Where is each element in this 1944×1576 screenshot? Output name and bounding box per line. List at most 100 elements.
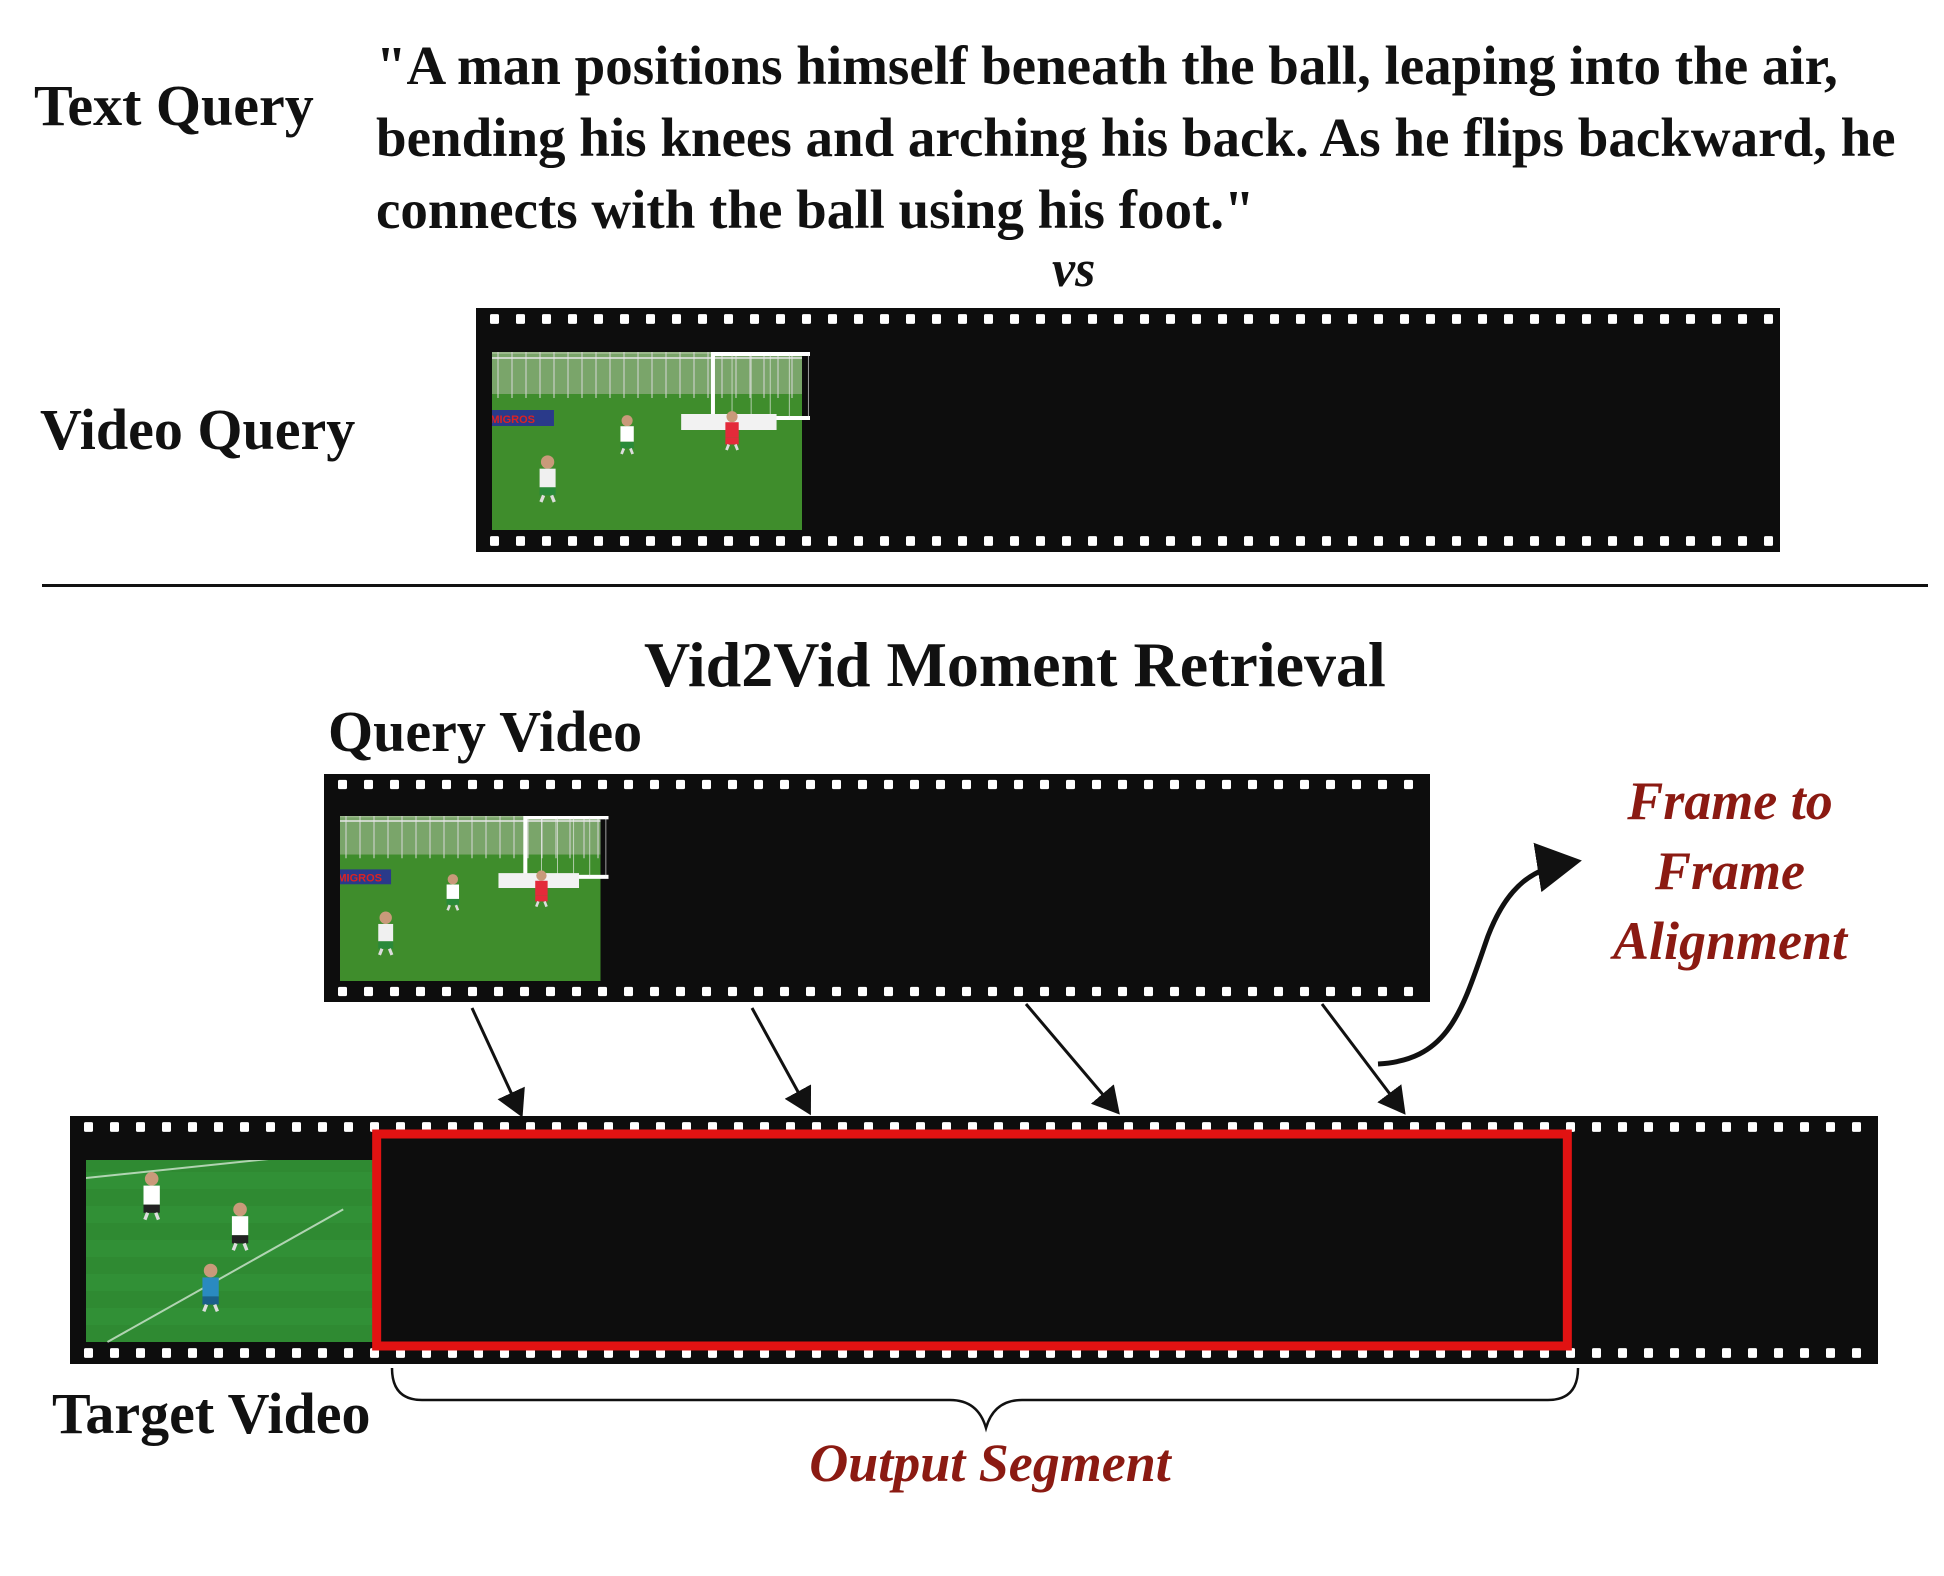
sprocket-hole [552, 1348, 561, 1358]
sprocket-hole [240, 1348, 249, 1358]
sprocket-hole [1644, 1348, 1653, 1358]
sprocket-hole [1566, 1348, 1575, 1358]
sprocket-hole [734, 1348, 743, 1358]
sprocket-hole [1280, 1122, 1289, 1132]
video-query-label: Video Query [40, 397, 356, 462]
sprocket-hole [1540, 1348, 1549, 1358]
sprocket-hole [1244, 314, 1253, 324]
sprocket-hole [1738, 536, 1747, 546]
sprocket-hole [682, 1122, 691, 1132]
text-query-text: "A man positions himself beneath the bal… [376, 35, 1896, 240]
sprocket-hole [1462, 1122, 1471, 1132]
sprocket-hole [1358, 1122, 1367, 1132]
sprocket-hole [890, 1348, 899, 1358]
sprocket-hole [266, 1348, 275, 1358]
sprocket-hole [1748, 1348, 1757, 1358]
align-arrow-3 [1024, 1003, 1120, 1115]
sprocket-hole [344, 1122, 353, 1132]
sprocket-hole [780, 779, 789, 790]
sprocket-hole [110, 1348, 119, 1358]
sprocket-hole [1404, 779, 1413, 790]
pro-frame-1: UEFA [86, 1160, 373, 1343]
sprocket-hole [1218, 314, 1227, 324]
sprocket-hole [1384, 1122, 1393, 1132]
sprocket-hole [708, 1122, 717, 1132]
sprocket-hole [854, 314, 863, 324]
sprocket-hole [994, 1122, 1003, 1132]
alignment-label-line-1: Frame to [1627, 771, 1833, 831]
sprocket-hole [500, 1348, 509, 1358]
sprocket-hole [776, 314, 785, 324]
sprocket-hole [468, 779, 477, 790]
sprocket-hole [546, 779, 555, 790]
sprocket-hole [578, 1122, 587, 1132]
sprocket-hole [1852, 1122, 1861, 1132]
sprocket-hole [1300, 986, 1309, 997]
sprocket-hole [1670, 1122, 1679, 1132]
sprocket-hole [1066, 986, 1075, 997]
sprocket-hole [1504, 314, 1513, 324]
sprocket-hole [110, 1122, 119, 1132]
sprocket-hole [1092, 779, 1101, 790]
sprocket-hole [1114, 536, 1123, 546]
sprocket-hole [936, 986, 945, 997]
sprocket-hole [1452, 314, 1461, 324]
sprocket-hole [1010, 314, 1019, 324]
sprocket-hole [1348, 536, 1357, 546]
sprocket-hole [910, 779, 919, 790]
sprocket-hole [416, 986, 425, 997]
sprocket-hole [490, 536, 499, 546]
sprocket-hole [578, 1348, 587, 1358]
sprocket-hole [1166, 314, 1175, 324]
sprocket-hole [1118, 986, 1127, 997]
sprocket-hole [828, 314, 837, 324]
sprocket-hole [1254, 1348, 1263, 1358]
sprocket-hole [1696, 1348, 1705, 1358]
sprocket-hole [240, 1122, 249, 1132]
sprocket-hole [942, 1348, 951, 1358]
sprocket-hole [702, 986, 711, 997]
sprocket-hole [1040, 779, 1049, 790]
sprocket-hole [1150, 1348, 1159, 1358]
sprocket-hole [682, 1348, 691, 1358]
sprocket-hole [364, 986, 373, 997]
sprocket-hole [494, 986, 503, 997]
sprocket-hole [422, 1348, 431, 1358]
sprocket-hole [1332, 1348, 1341, 1358]
sprocket-hole [880, 536, 889, 546]
sprocket-hole [734, 1122, 743, 1132]
sprocket-hole [1306, 1122, 1315, 1132]
sprocket-hole [1248, 779, 1257, 790]
sprocket-hole [1196, 779, 1205, 790]
sprocket-hole [698, 536, 707, 546]
sprocket-hole [624, 779, 633, 790]
sprocket-hole [1150, 1122, 1159, 1132]
sprocket-hole [318, 1122, 327, 1132]
sprocket-hole [598, 986, 607, 997]
sprocket-hole [474, 1122, 483, 1132]
sprocket-hole [676, 986, 685, 997]
sprocket-hole [390, 779, 399, 790]
sprocket-hole [1300, 779, 1309, 790]
svg-text:MIGROS: MIGROS [337, 872, 382, 884]
sprocket-hole [1618, 1348, 1627, 1358]
sprocket-hole [396, 1348, 405, 1358]
sprocket-hole [754, 986, 763, 997]
sprocket-hole [786, 1348, 795, 1358]
sprocket-hole [1478, 314, 1487, 324]
sprocket-hole [1140, 314, 1149, 324]
sprocket-hole [1306, 1348, 1315, 1358]
sprocket-hole [698, 314, 707, 324]
sprocket-hole [884, 986, 893, 997]
sprocket-hole [1202, 1348, 1211, 1358]
sprocket-hole [962, 986, 971, 997]
sprocket-hole [1144, 779, 1153, 790]
sprocket-hole [516, 536, 525, 546]
sprocket-hole [854, 536, 863, 546]
sprocket-hole [188, 1348, 197, 1358]
video-query-filmstrip: MIGROSMIGROSMIGROSMIGROS [476, 308, 1780, 552]
sprocket-hole [1098, 1122, 1107, 1132]
target-video-filmstrip: UEFAUEFAHeinekenUEFAHeinekenUEFAUEFAUEFA [70, 1116, 1878, 1364]
sprocket-hole [728, 779, 737, 790]
sprocket-hole [838, 1348, 847, 1358]
